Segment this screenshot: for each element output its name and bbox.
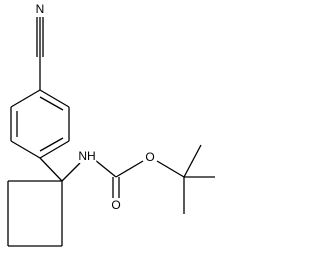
cyclobutane-ring	[7, 180, 63, 247]
amine-nh-label: NH	[77, 149, 97, 163]
ester-tbutyl-bond	[156, 160, 185, 178]
aryl-quaternary-bond	[39, 157, 63, 182]
ester-o-label: O	[144, 150, 156, 164]
nh-carbonyl-bond	[94, 159, 117, 178]
carbonyl-double-bond	[112, 177, 120, 198]
nitrile-n-label: N	[34, 2, 46, 16]
c-nh-bond	[61, 162, 81, 182]
molecule-structure	[7, 17, 215, 247]
carbonyl-o-label: O	[110, 198, 122, 212]
tert-butyl-group	[183, 144, 215, 214]
nitrile-triple-bond	[36, 17, 44, 57]
carbonyl-ester-bond	[115, 160, 144, 178]
benzene-ring	[10, 89, 70, 159]
